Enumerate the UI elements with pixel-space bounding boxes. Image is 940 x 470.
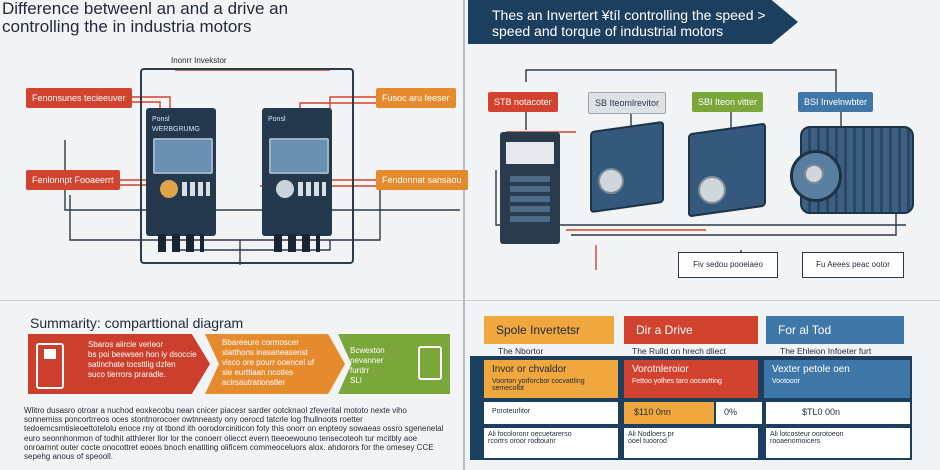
- tag-left-2: Fenlonnpt Fooaeerrt: [26, 170, 120, 190]
- table-row1-cell1: Invor or chvaldor Voorton yorforcbor coc…: [484, 360, 618, 398]
- wire-top: [525, 69, 837, 96]
- drive-b-buttons[interactable]: [298, 182, 326, 196]
- motor-2: [688, 122, 766, 218]
- tag-right-2: SB Iteomlrevitor: [588, 92, 667, 114]
- drive-a-knob-icon[interactable]: [160, 180, 178, 198]
- summary-block-3: [338, 334, 450, 394]
- motor-3-shaft-icon: [804, 164, 824, 184]
- caption-box-left: Fiv sedou pooeiaeo: [678, 252, 778, 278]
- tag-left-3: Fusoc aru feeser: [376, 88, 456, 108]
- drive-a-label: Ponsl: [152, 116, 170, 123]
- drive-b-terminals: [274, 234, 320, 252]
- tag-left-1: Fenonsunes tecieeuver: [26, 88, 132, 108]
- row2-cell3-text: $TL0 00n: [802, 407, 841, 417]
- row2-cell1-text: $110 0nn: [634, 407, 671, 417]
- table-header-1: Spole Invertetsr: [484, 316, 614, 344]
- wire-black-2: [69, 190, 381, 241]
- motor-2-shaft-icon: [698, 176, 726, 204]
- row1-cell1-text: Invor or chvaldor: [492, 364, 567, 375]
- table-header-2: Dir a Drive: [624, 316, 758, 344]
- table-row2-cell3: $TL0 00n: [766, 402, 910, 424]
- motor-1-shaft-icon: [598, 168, 624, 194]
- left-title-line2: controlling the in industria motors: [2, 17, 252, 36]
- horizontal-divider: [0, 300, 940, 301]
- cabinet-display: [506, 142, 554, 164]
- summary-paragraph: Wlitro dusasro otroar a nuchod eoxkecobu…: [24, 406, 444, 462]
- row1-cell3-sub: Vootooor: [772, 378, 801, 385]
- drive-a-screen: [153, 138, 213, 174]
- drive-unit-b: Ponsl: [262, 108, 332, 252]
- table-subheader-2: The Rulld on hrech dliect: [632, 346, 727, 356]
- table-row3-cell2: Ali Nodloers pr ooel tuoorod: [624, 428, 758, 458]
- right-banner: Thes an Invertert ¥tíl controlling the s…: [468, 0, 798, 44]
- drive-a-sublabel: WERBGRUMG: [152, 126, 200, 133]
- banner-line2: speed and torque of industrial motors: [492, 23, 724, 39]
- tag-right-4: BSI Invelnwbter: [798, 92, 874, 112]
- row3-cell2-text: Ali Nodloers pr ooel tuoorod: [628, 431, 674, 445]
- banner-line1: Thes an Invertert ¥tíl controlling the s…: [492, 7, 766, 23]
- left-title: Difference betweenl an and a drive an co…: [2, 0, 288, 36]
- caption-box-right: Fu Aeees peac ootor: [802, 252, 904, 278]
- row2-label: Poroteurlitor: [492, 408, 531, 415]
- table-row3-cell1: Ali focoloronr oecuetarerso rcortrs oroo…: [484, 428, 618, 458]
- summary-block-2: [205, 334, 345, 394]
- control-cabinet: [500, 132, 560, 244]
- wire-r5: [495, 170, 906, 226]
- row1-cell2-sub: Fettoo yolhes taro oocavtting: [632, 378, 722, 385]
- table-row1-cell3: Vexter petole oen Vootooor: [764, 360, 910, 398]
- drive-a-terminals: [158, 234, 204, 252]
- row3-cell3-text: Ali lotcosteur oorotoeon rooaenomoicers: [770, 431, 844, 445]
- table-header-3: For al Tod: [766, 316, 904, 344]
- row1-cell3-text: Vexter petole oen: [772, 364, 850, 375]
- tag-left-4: Fendonnat sansaou: [376, 170, 468, 190]
- summary-col1-text: Sbaros aiircie verieor bs poi beewsen ho…: [88, 340, 197, 379]
- left-title-line1: Difference betweenl an and a drive an: [2, 0, 289, 18]
- tag-right-1: STB notacoter: [488, 92, 558, 112]
- summary-col2-text: Bbareeure cormoscer slatthons inasanease…: [222, 338, 315, 387]
- row1-cell1-sub: Voorton yorforcbor cocvattling semecolbt: [492, 378, 585, 392]
- table-row3-cell3: Ali lotcosteur oorotoeon rooaenomoicers: [766, 428, 910, 458]
- motor-1: [590, 120, 664, 214]
- table-row2-cell2: 0%: [716, 402, 762, 424]
- row2-cell2-text: 0%: [724, 407, 738, 417]
- drive-unit-a: Ponsl WERBGRUMG: [146, 108, 216, 252]
- drive-b-knob-icon[interactable]: [276, 180, 294, 198]
- center-divider: [463, 0, 465, 470]
- table-row1-cell2: Vorotnleroior Fettoo yolhes taro oocavtt…: [624, 360, 758, 398]
- summary-drive-icon: [36, 343, 64, 389]
- wire-black-4: [180, 240, 331, 251]
- tag-right-3: SBI Iteon vitter: [692, 92, 764, 112]
- row1-cell2-text: Vorotnleroior: [632, 364, 689, 375]
- table-subheader-3: The Ehleion Infoeter furt: [780, 346, 872, 356]
- inverter-panel-frame: [140, 68, 354, 264]
- summary-title: Summarity: comparttional diagram: [30, 315, 244, 331]
- drive-a-buttons[interactable]: [182, 182, 210, 196]
- cabinet-slots: [510, 176, 550, 226]
- table-subheader-1: The Nbortor: [498, 346, 544, 356]
- table-row2-cell1: $110 0nn: [624, 402, 714, 424]
- panel-label: Inonrr Invekstor: [168, 56, 230, 65]
- drive-b-screen: [269, 138, 329, 174]
- summary-plug-icon: [418, 346, 442, 380]
- drive-b-label: Ponsl: [268, 116, 286, 123]
- row3-cell1-text: Ali focoloronr oecuetarerso rcortrs oroo…: [488, 431, 572, 445]
- table-row2-label-cell: Poroteurlitor: [484, 402, 618, 424]
- summary-col3-text: Bcwexton nevanner furdrr SLI: [350, 346, 385, 385]
